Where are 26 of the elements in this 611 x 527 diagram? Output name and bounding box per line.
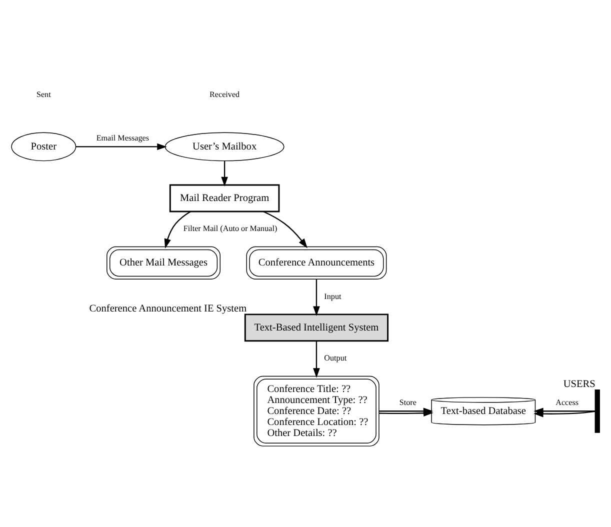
arrow <box>379 407 434 414</box>
arrow <box>534 407 596 414</box>
arrow <box>221 160 228 186</box>
node-label: USERS <box>563 378 596 390</box>
arrow <box>76 142 167 150</box>
edge-label: Input <box>324 291 342 300</box>
arrow <box>313 278 320 316</box>
arrow <box>263 210 308 248</box>
node-box <box>594 388 600 432</box>
node-ellipse: Poster <box>11 132 76 161</box>
node-box: Other Mail Messages <box>106 246 221 279</box>
label: Sent <box>36 90 51 99</box>
node-box: Conference Title: ?? Announcement Type: ?? Conference Date: ?? Conference Location: ?? Other Details: ?? <box>254 375 380 446</box>
edge-label: Output <box>324 353 347 362</box>
node-label: Conference Announcement IE System <box>89 303 247 314</box>
node-box: Text-Based Intelligent System <box>244 313 389 342</box>
edge-label: Store <box>399 398 416 407</box>
edge-label: Filter Mail (Auto or Manual) <box>183 224 278 233</box>
arrow <box>313 340 320 378</box>
edge-label: Access <box>556 398 579 407</box>
edge-label: Email Messages <box>96 133 150 142</box>
node-box: Mail Reader Program <box>169 184 280 212</box>
arrow <box>164 210 191 248</box>
label: Received <box>210 90 240 99</box>
node-box: Conference Announcements <box>246 246 387 279</box>
node-ellipse: User’s Mailbox <box>164 132 284 161</box>
